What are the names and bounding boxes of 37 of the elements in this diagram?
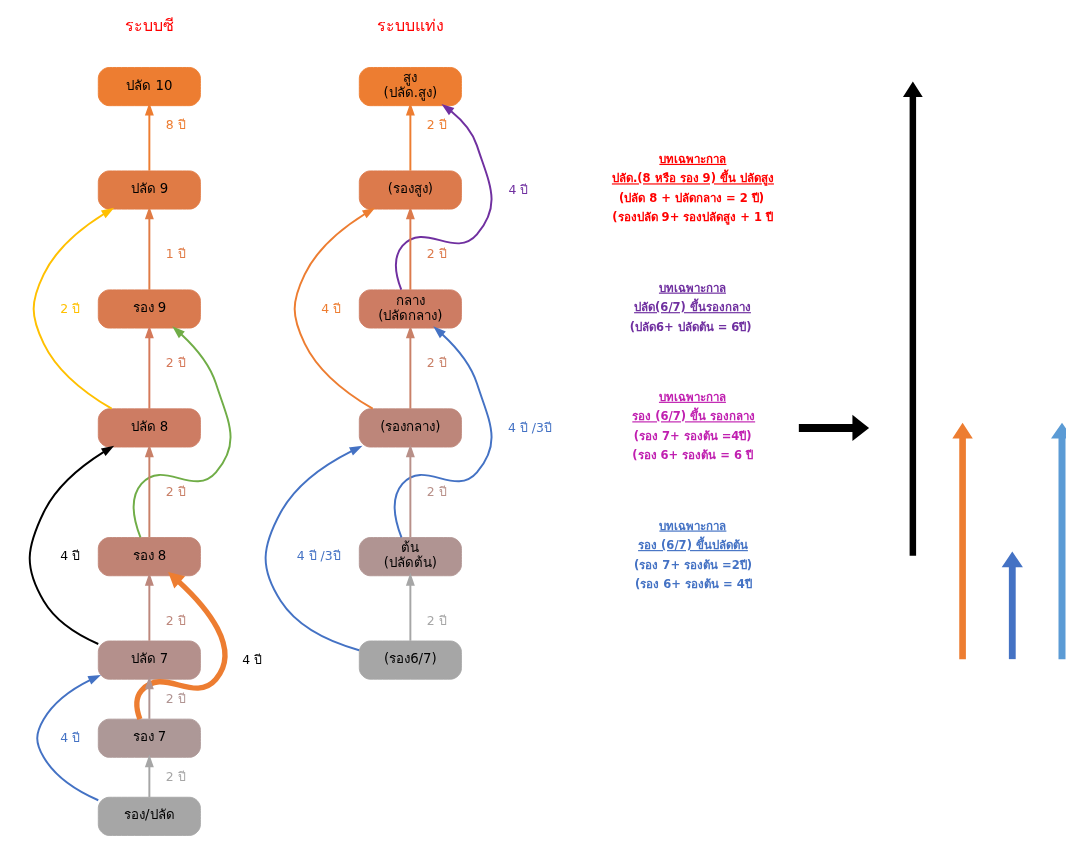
label: บทเฉพาะกาล — [659, 518, 727, 533]
label: ปลัด(6/7) ขึ้นรองกลาง — [634, 300, 751, 315]
label: รอง (6/7) ขึ้น รองกลาง — [632, 409, 756, 424]
edge-label: 2 ปี — [426, 484, 447, 500]
edge-label: 4 ปี /3ปี — [508, 419, 552, 435]
label: ระบบแท่ง — [376, 16, 444, 36]
label: รอง (6/7) ขึ้นปลัดต้น — [638, 538, 748, 553]
edge-label: 2 ปี — [165, 355, 186, 371]
edge-label: 1 ปี — [165, 246, 186, 262]
edge-label: 2 ปี — [165, 484, 186, 500]
edge-label: 4 ปี — [508, 181, 529, 197]
label: (ปลัด6+ ปลัดต้น = 6ปี) — [629, 319, 752, 334]
edge-label: 2 ปี — [165, 769, 186, 785]
label: (รอง 6+ รองต้น = 6 ปี — [632, 448, 754, 463]
edge-label: 4 ปี /3ปี — [296, 548, 341, 564]
edge-label: 4 ปี — [321, 300, 341, 316]
edge-label: 2 ปี — [165, 690, 186, 706]
edge-label: 2 ปี — [165, 612, 186, 628]
edge-label: 2 ปี — [426, 246, 447, 262]
label: บทเฉพาะกาล — [659, 151, 727, 166]
edge-label: 2 ปี — [426, 355, 447, 371]
edge-label: 4 ปี — [60, 729, 80, 745]
edge-label: 4 ปี — [242, 651, 262, 667]
edge-label: 2 ปี — [60, 300, 80, 316]
label: บทเฉพาะกาล — [658, 389, 726, 404]
label: ระบบซี — [124, 16, 174, 36]
label: (รองปลัด 9+ รองปลัดสูง + 1 ปี — [612, 210, 774, 225]
edge-label: 2 ปี — [426, 612, 447, 628]
edge-label: 8 ปี — [165, 117, 186, 133]
label: บทเฉพาะกาล — [658, 280, 726, 295]
label: (รอง 7+ รองต้น =4ปี) — [633, 428, 752, 443]
label: (รอง 6+ รองต้น = 4ปี — [634, 577, 752, 592]
label: (รอง 7+ รองต้น =2ปี) — [634, 557, 753, 572]
label: (ปลัด 8 + ปลัดกลาง = 2 ปี) — [619, 190, 764, 205]
edge-label: 4 ปี — [60, 548, 80, 564]
label: ปลัด.(8 หรือ รอง 9) ขึ้น ปลัดสูง — [611, 171, 774, 186]
edge-label: 2 ปี — [426, 117, 447, 133]
